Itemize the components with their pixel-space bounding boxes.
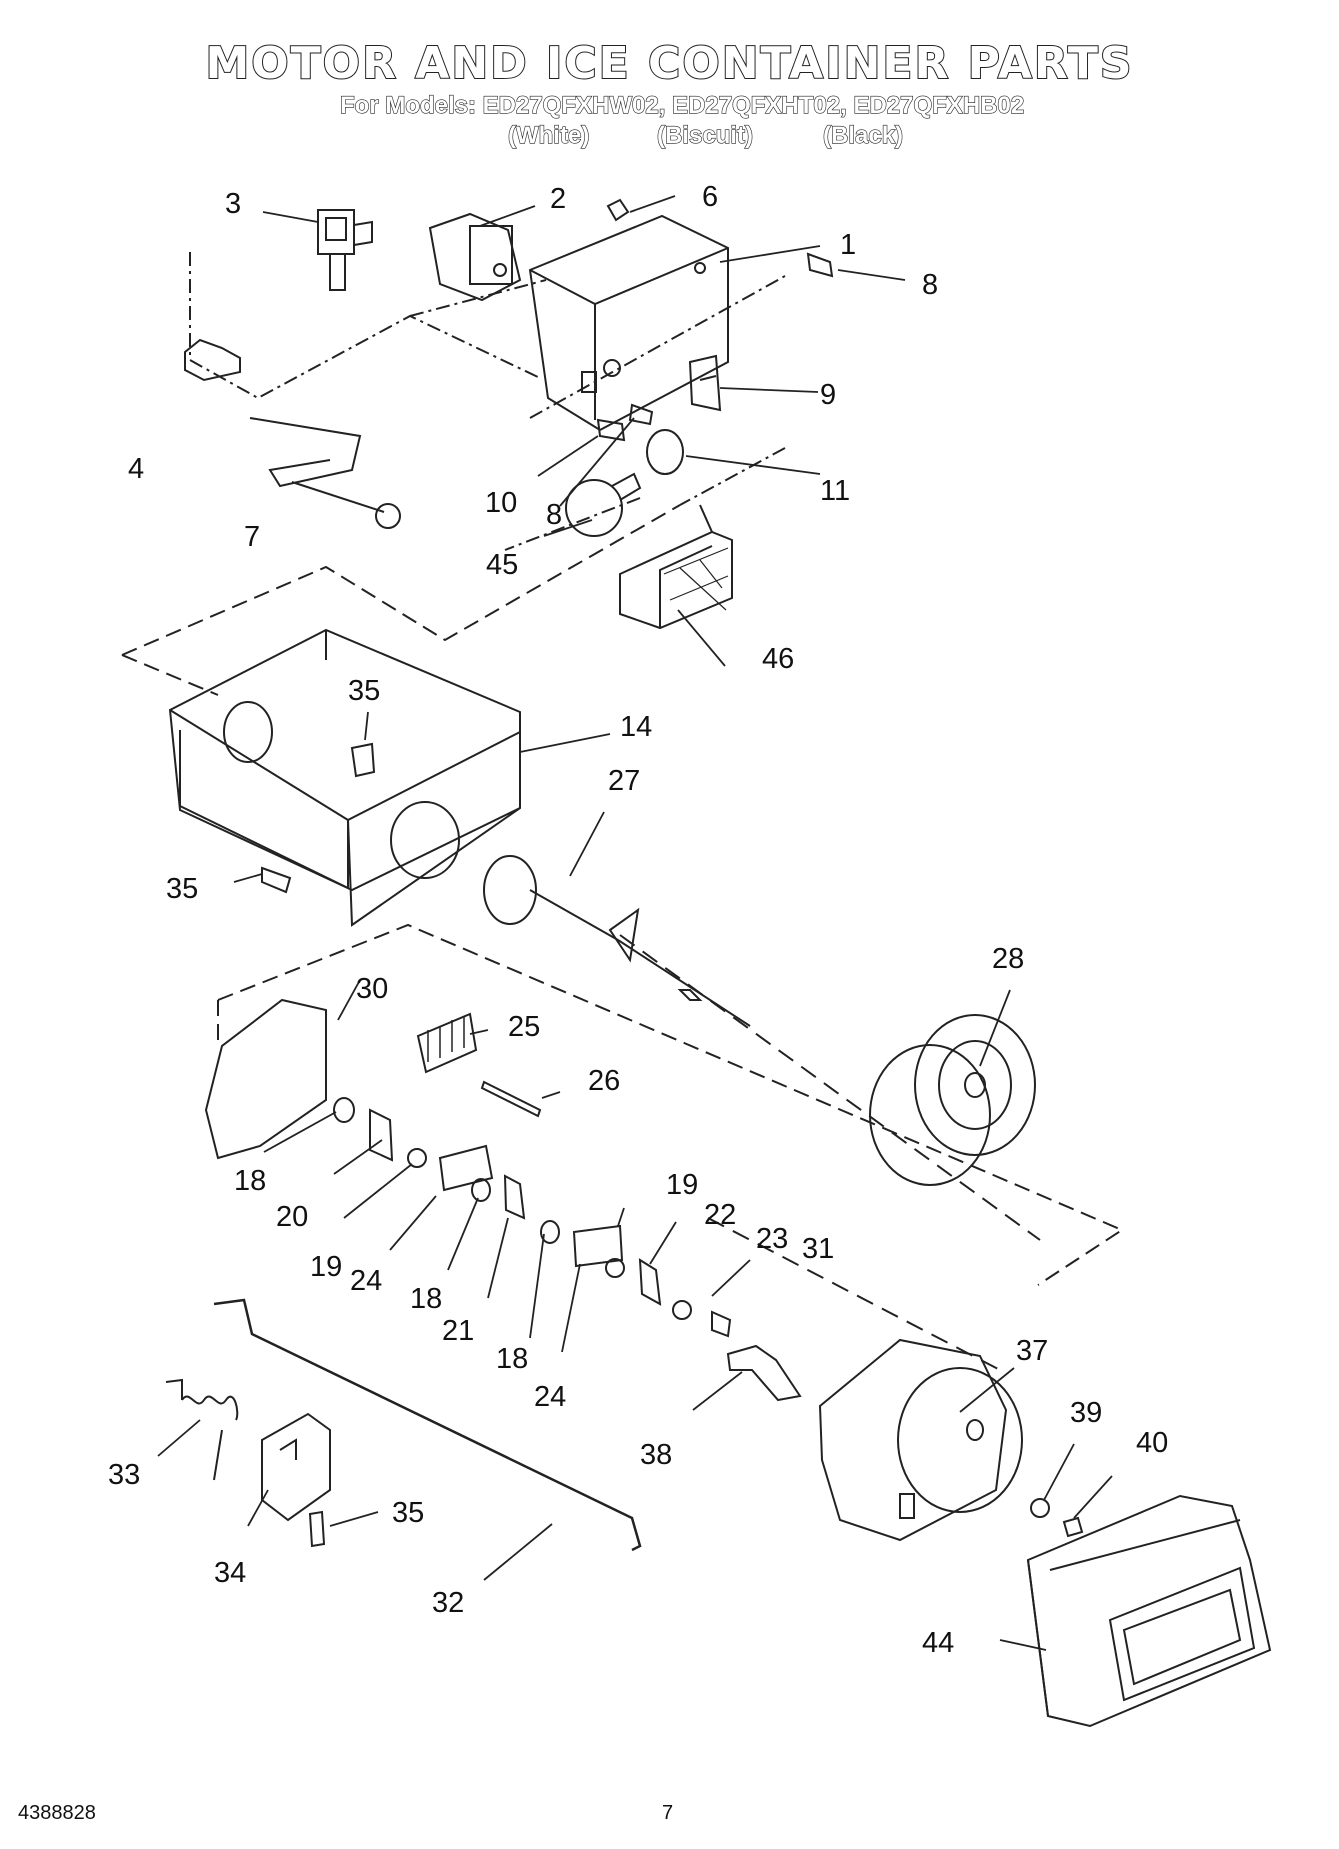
callout-label: 38 [640, 1439, 672, 1471]
callout-label: 45 [486, 549, 518, 581]
callout-label: 4 [128, 453, 144, 485]
callout-label: 35 [348, 675, 380, 707]
callout-label: 18 [496, 1343, 528, 1375]
bracket-part [261, 1412, 331, 1522]
callout-label: 40 [1136, 1427, 1168, 1459]
leader-lines [157, 195, 1113, 1651]
callout-label: 6 [702, 181, 718, 213]
crusher-blades [416, 1012, 478, 1074]
screw-part [261, 866, 292, 894]
lamp-socket [646, 429, 684, 475]
callout-label: 21 [442, 1315, 474, 1347]
ice-container [168, 628, 521, 927]
callout-label: 37 [1016, 1335, 1048, 1367]
light-bulb [565, 479, 623, 537]
callout-labels: 1 2 3 4 6 7 8 8 9 10 11 45 46 14 35 35 2… [108, 181, 1168, 1659]
clip-part [606, 198, 630, 222]
callout-label: 24 [350, 1265, 382, 1297]
callout-label: 25 [508, 1011, 540, 1043]
callout-label: 22 [704, 1199, 736, 1231]
callout-label: 34 [214, 1557, 246, 1589]
callout-label: 39 [1070, 1397, 1102, 1429]
page-number: 7 [662, 1802, 674, 1824]
page-title: MOTOR AND ICE CONTAINER PARTS [204, 37, 1134, 90]
callout-label: 14 [620, 711, 652, 743]
screw-part [308, 1510, 326, 1548]
callout-label: 3 [225, 188, 241, 220]
callout-label: 28 [992, 943, 1024, 975]
callout-label: 8 [922, 269, 938, 301]
spring-part [165, 1378, 239, 1481]
callout-label: 30 [356, 973, 388, 1005]
callout-label: 24 [534, 1381, 566, 1413]
callout-label: 10 [485, 487, 517, 519]
variant-black: (Black) [822, 121, 904, 149]
harness-part [249, 417, 401, 529]
callout-label: 18 [234, 1165, 266, 1197]
callout-label: 35 [392, 1497, 424, 1529]
callout-label: 23 [756, 1223, 788, 1255]
timer-part [428, 212, 522, 302]
outline-lower [217, 923, 1125, 1286]
variant-white: (White) [507, 121, 590, 149]
outline-mid [121, 504, 681, 696]
callout-label: 26 [588, 1065, 620, 1097]
auger-part [483, 855, 751, 1027]
rod-part [213, 1298, 642, 1552]
callout-label: 19 [310, 1251, 342, 1283]
callout-label: 19 [666, 1169, 698, 1201]
callout-label: 8 [546, 499, 562, 531]
screw-part [596, 418, 626, 442]
part-number: 4388828 [18, 1802, 96, 1824]
callout-label: 9 [820, 379, 836, 411]
pin-part [480, 1080, 542, 1118]
callout-label: 18 [410, 1283, 442, 1315]
callout-label: 33 [108, 1459, 140, 1491]
outline-upper [189, 252, 786, 551]
screw-part [806, 252, 834, 278]
header: MOTOR AND ICE CONTAINER PARTS For Models… [0, 0, 1339, 160]
variant-biscuit: (Biscuit) [656, 121, 753, 149]
callout-label: 11 [820, 475, 850, 507]
washer-part [1030, 1498, 1050, 1518]
callout-label: 1 [840, 229, 856, 261]
end-plate [204, 998, 327, 1160]
drum-part [869, 1014, 1036, 1186]
motor-part [818, 1338, 1023, 1542]
callout-label: 35 [166, 873, 198, 905]
switch-part [726, 1344, 802, 1402]
callout-label: 2 [550, 183, 566, 215]
callout-label: 46 [762, 643, 794, 675]
clip-part [1062, 1516, 1084, 1538]
control-bracket [528, 214, 729, 432]
shaft-parts [333, 1097, 732, 1338]
motor-cover [1026, 1494, 1272, 1728]
bracket-part [184, 338, 241, 382]
callout-label: 20 [276, 1201, 308, 1233]
callout-label: 44 [922, 1627, 954, 1659]
screw-part [628, 403, 654, 426]
models-line: For Models: ED27QFXHW02, ED27QFXHT02, ED… [339, 91, 1025, 119]
screw-part [350, 742, 376, 778]
callout-label: 31 [802, 1233, 834, 1265]
callout-label: 27 [608, 765, 640, 797]
callout-label: 7 [244, 521, 260, 553]
callout-label: 32 [432, 1587, 464, 1619]
solenoid-part [317, 209, 373, 291]
lamp-shield [619, 504, 733, 630]
bracket-part [688, 354, 722, 412]
